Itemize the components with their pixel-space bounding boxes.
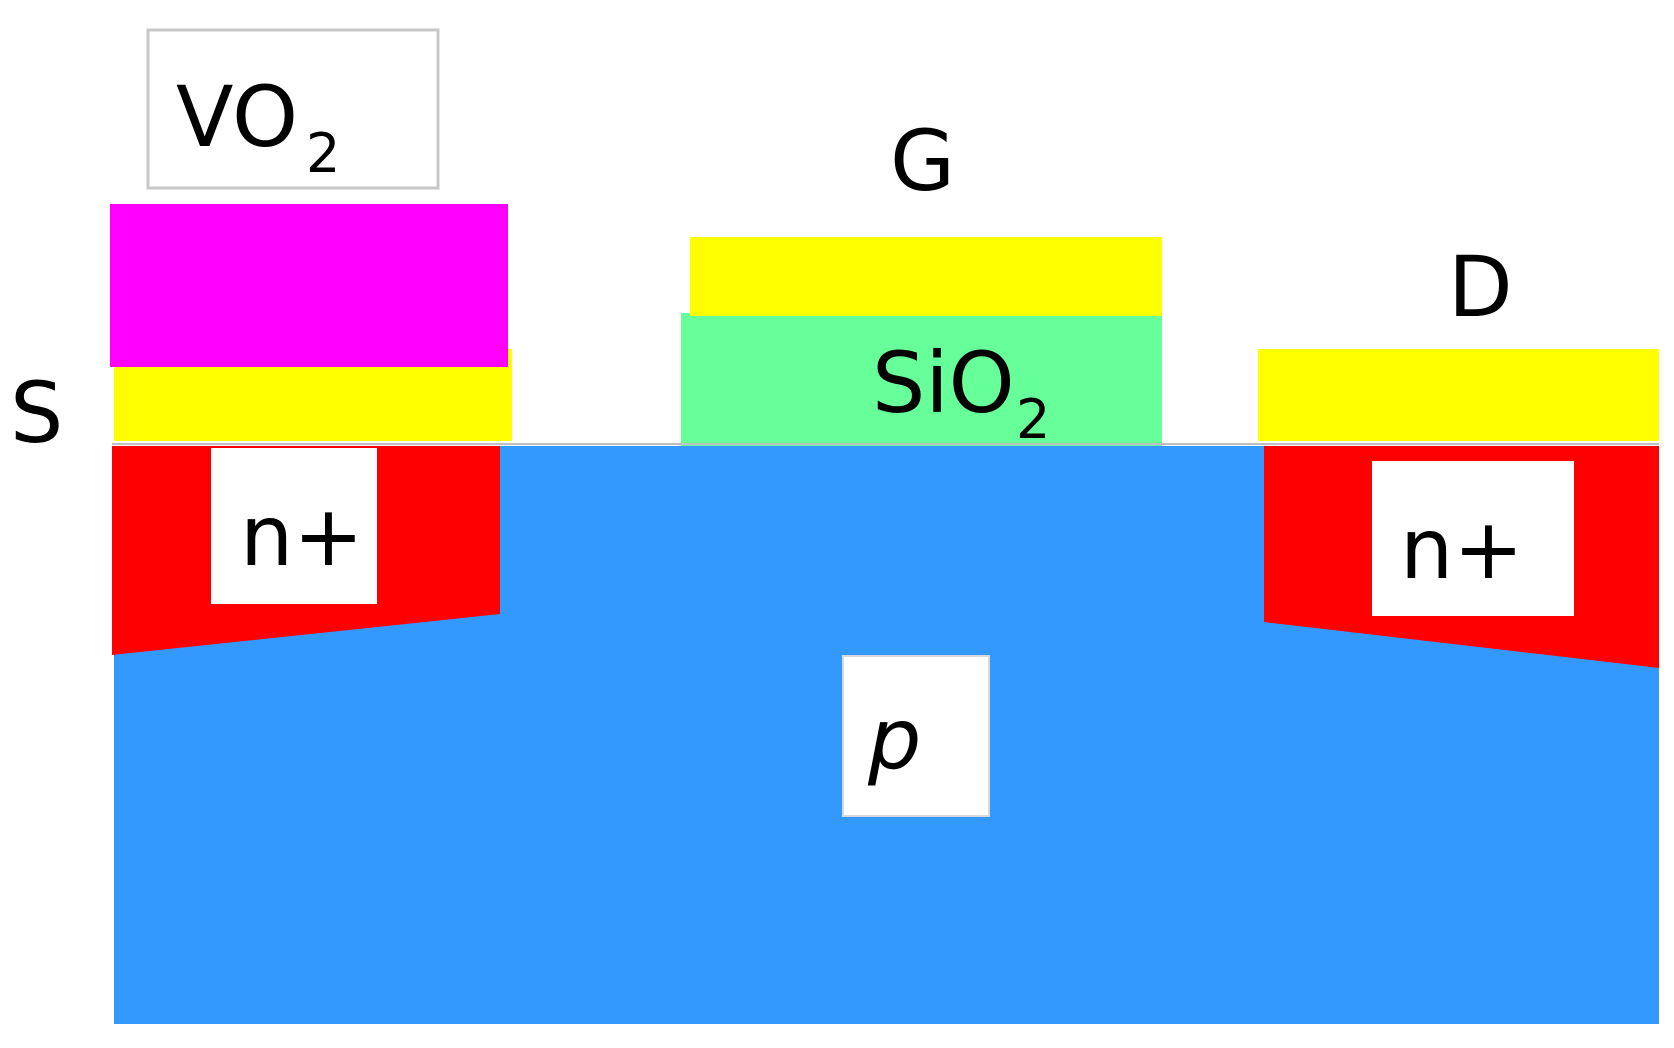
vo2-label: VO [176,68,298,166]
source-label: S [10,364,63,462]
n-plus-left-label-box [211,448,377,604]
n-plus-left-label: n+ [240,487,364,585]
gate-contact [690,237,1162,316]
gate-label: G [890,112,955,210]
p-substrate-label: p [867,690,921,788]
sio2-label: SiO [872,334,1015,432]
n-plus-right-label: n+ [1400,500,1524,598]
vo2-layer [110,204,508,367]
vo2-label-box [146,28,440,190]
drain-contact [1258,349,1659,441]
n-plus-right-label-box [1372,461,1574,616]
p-label-box [842,655,990,817]
vo2-label-subscript: 2 [306,122,340,185]
gate-oxide-layer [681,313,1162,446]
sio2-label-subscript: 2 [1016,388,1050,451]
drain-label: D [1448,238,1513,336]
